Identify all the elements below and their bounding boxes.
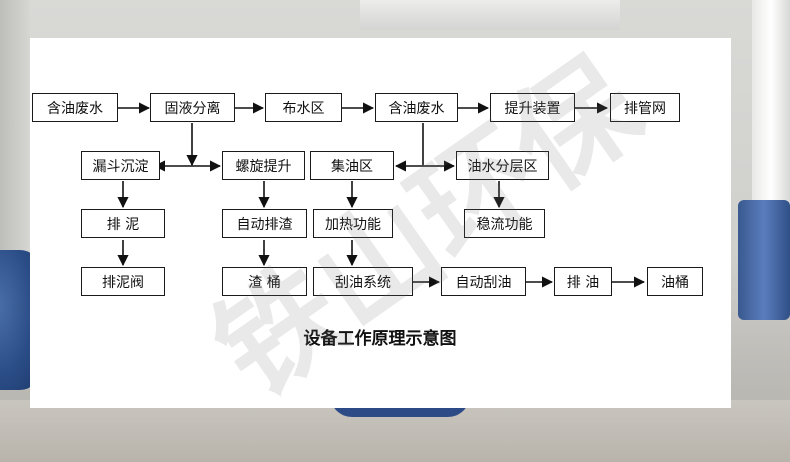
node-sludge-discharge: 排 泥	[81, 209, 165, 238]
node-sludge-valve: 排泥阀	[81, 267, 165, 296]
node-oily-wastewater: 含油废水	[375, 93, 458, 122]
node-water-distribution-zone: 布水区	[265, 93, 342, 122]
node-oil-discharge: 排 油	[554, 267, 612, 296]
node-flow-stabilizing-function: 稳流功能	[464, 209, 545, 238]
node-drain-pipe-network: 排管网	[610, 93, 680, 122]
background-pipe-right	[752, 0, 790, 210]
background-pipe	[360, 0, 620, 30]
node-oil-skimming-system: 刮油系统	[313, 267, 413, 296]
background-pump	[738, 200, 790, 320]
node-oil-collection-zone: 集油区	[310, 151, 394, 180]
node-lifting-device: 提升装置	[490, 93, 575, 122]
diagram-title: 设备工作原理示意图	[303, 329, 457, 349]
node-solid-liquid-separation: 固液分离	[150, 93, 235, 122]
background-wall	[0, 0, 30, 250]
node-oil-bucket: 油桶	[647, 267, 703, 296]
node-screw-lift: 螺旋提升	[222, 151, 305, 180]
flow-arrows	[117, 102, 646, 288]
node-heating-function: 加热功能	[313, 209, 393, 238]
node-oily-wastewater-input: 含油废水	[32, 93, 118, 122]
node-funnel-sedimentation: 漏斗沉淀	[81, 151, 160, 180]
diagram-panel: 含油废水 固液分离 布水区 含油废水 提升装置 排管网 漏斗沉淀 螺旋提升 集油…	[30, 38, 731, 408]
node-oil-water-layering-zone: 油水分层区	[456, 151, 549, 180]
node-auto-slag-discharge: 自动排渣	[222, 209, 307, 238]
node-auto-oil-skimming: 自动刮油	[441, 267, 526, 296]
node-slag-bucket: 渣 桶	[222, 267, 307, 296]
